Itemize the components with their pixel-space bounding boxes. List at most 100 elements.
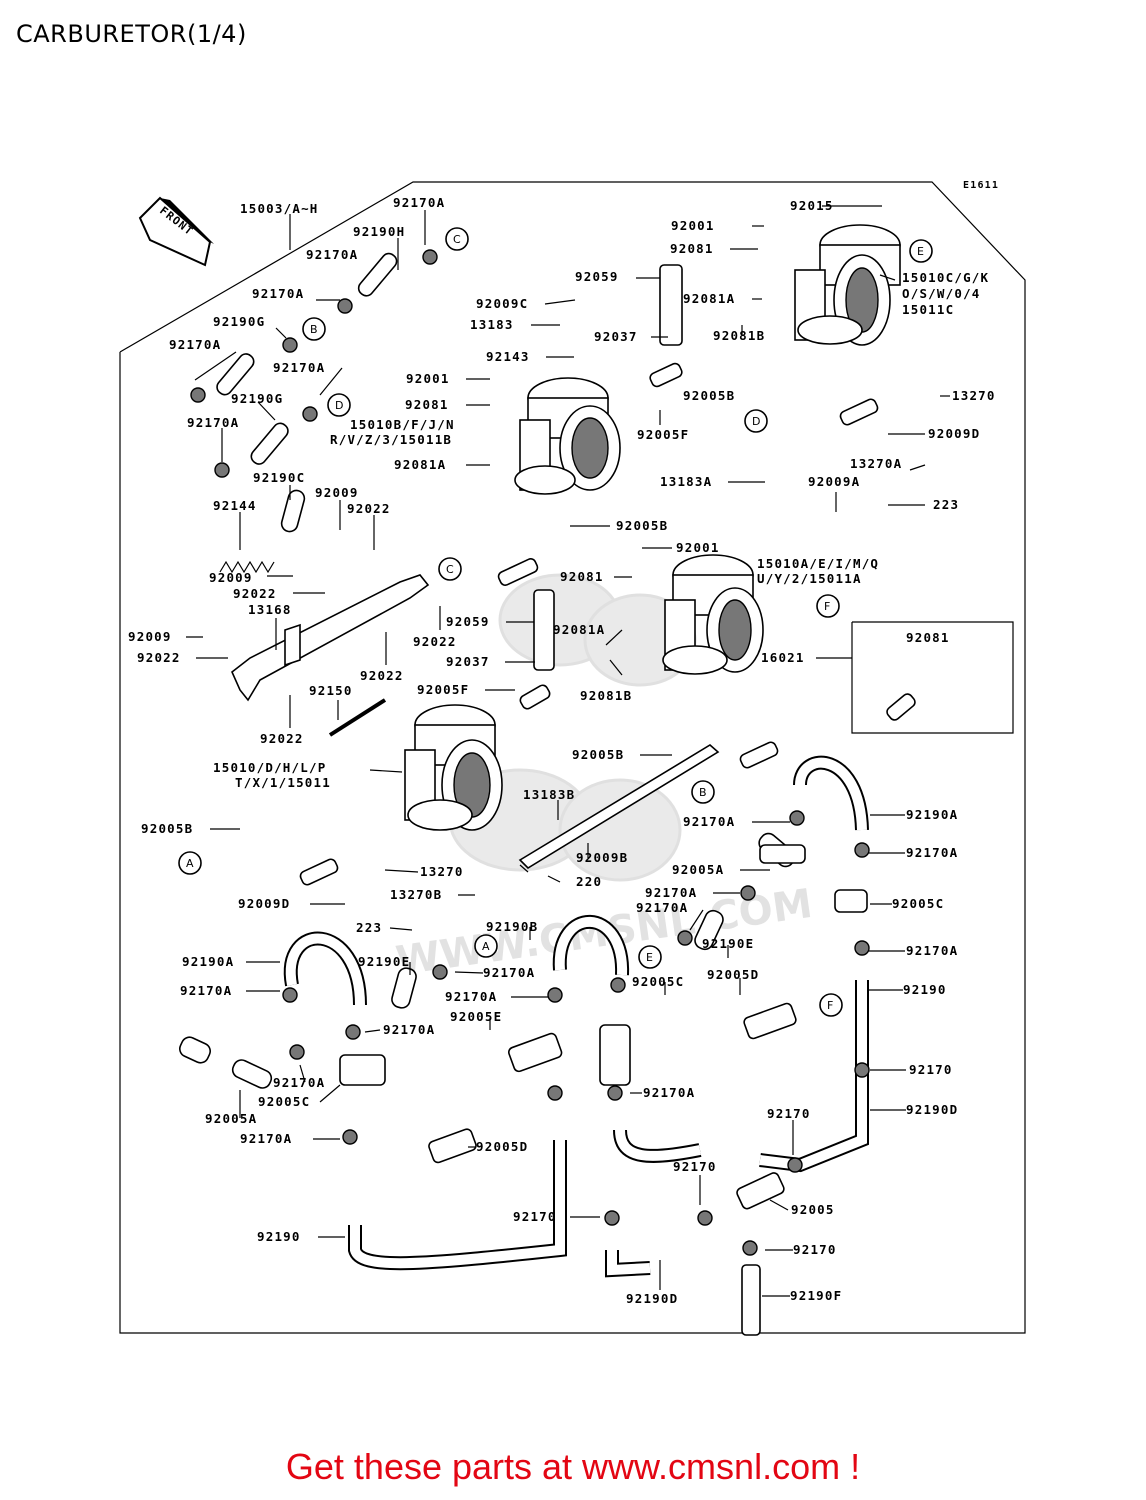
figure-code: E1611 — [963, 180, 999, 191]
part-label: 92170A — [906, 943, 958, 958]
part-label: 15010/D/H/L/P — [213, 760, 326, 775]
part-label: 223 — [356, 920, 382, 935]
part-label: 92081B — [713, 328, 765, 343]
leader-lines — [186, 205, 950, 1297]
part-label: 92005F — [637, 427, 689, 442]
part-label: 92022 — [413, 634, 457, 649]
part-label: 92005A — [672, 862, 724, 877]
part-label: 13270 — [420, 864, 464, 879]
part-label: 220 — [576, 874, 602, 889]
svg-text:F: F — [824, 600, 830, 613]
part-label: 92170 — [673, 1159, 717, 1174]
part-label: U/Y/2/15011A — [757, 571, 862, 586]
part-label: 92037 — [594, 329, 638, 344]
carburetor-body-4 — [404, 704, 503, 831]
part-label: 92005 — [791, 1202, 835, 1217]
carburetor-body-3 — [662, 554, 764, 675]
part-label: 92009 — [315, 485, 359, 500]
marker-b-top: B — [302, 317, 326, 341]
part-label: 92170A — [187, 415, 239, 430]
part-label: 92170A — [636, 900, 688, 915]
svg-text:D: D — [752, 415, 760, 428]
part-label: 92015 — [790, 198, 834, 213]
part-label: 92170A — [906, 845, 958, 860]
part-label: 92150 — [309, 683, 353, 698]
marker-d-top: D — [327, 393, 351, 417]
front-arrow-icon: FRONT — [138, 196, 214, 267]
svg-text:B: B — [699, 786, 707, 799]
part-label: 92190C — [253, 470, 305, 485]
part-label: 92190B — [486, 919, 538, 934]
part-label: 92059 — [446, 614, 490, 629]
part-label: 92081B — [580, 688, 632, 703]
part-label: 92081 — [405, 397, 449, 412]
part-label: 92170A — [273, 1075, 325, 1090]
svg-text:B: B — [310, 323, 318, 336]
part-label: 13168 — [248, 602, 292, 617]
part-label: 92143 — [486, 349, 530, 364]
part-label: 92170A — [383, 1022, 435, 1037]
svg-text:A: A — [482, 940, 490, 953]
part-label: 92005B — [683, 388, 735, 403]
part-label: 92022 — [260, 731, 304, 746]
svg-text:D: D — [335, 399, 343, 412]
part-label: 13270B — [390, 887, 442, 902]
part-label: 92081A — [683, 291, 735, 306]
part-label: 15010B/F/J/N — [350, 417, 455, 432]
part-label: 92170A — [306, 247, 358, 262]
detail-box-16021 — [851, 621, 1014, 734]
part-label: 92190 — [257, 1229, 301, 1244]
part-label: 92059 — [575, 269, 619, 284]
hoses — [179, 252, 869, 1336]
part-label: 13183B — [523, 787, 575, 802]
marker-b-mid: B — [691, 780, 715, 804]
part-label: 92009B — [576, 850, 628, 865]
linkage-bracket — [231, 574, 430, 702]
part-label: 92009D — [238, 896, 290, 911]
reference-markers: C B D E D C F B A A E F — [178, 227, 933, 1017]
marker-a-left: A — [178, 851, 202, 875]
part-label: O/S/W/0/4 — [902, 286, 981, 301]
diagram-frame — [119, 181, 1026, 1334]
part-label: 92081 — [560, 569, 604, 584]
get-parts-link[interactable]: Get these parts at www.cmsnl.com ! — [285, 1446, 861, 1487]
marker-c-mid: C — [438, 557, 462, 581]
part-label: 92190E — [702, 936, 754, 951]
part-label: 92190A — [182, 954, 234, 969]
part-label: 92170A — [683, 814, 735, 829]
spring — [219, 560, 275, 574]
svg-text:C: C — [453, 233, 461, 246]
part-label: 92005D — [476, 1139, 528, 1154]
marker-e-top: E — [909, 239, 933, 263]
part-label: 13183 — [470, 317, 514, 332]
marker-f-bottom: F — [819, 993, 843, 1017]
svg-text:E: E — [646, 951, 653, 964]
part-label: 92005C — [892, 896, 944, 911]
part-label: 92005A — [205, 1111, 257, 1126]
part-label: 92170A — [273, 360, 325, 375]
part-label: 92009C — [476, 296, 528, 311]
svg-text:A: A — [186, 857, 194, 870]
part-label: 92170A — [645, 885, 697, 900]
part-label: 15011C — [902, 302, 954, 317]
hose-clamps — [190, 249, 870, 1256]
part-label: 16021 — [761, 650, 805, 665]
part-label: 15010A/E/I/M/Q — [757, 556, 879, 571]
part-label: 92005B — [572, 747, 624, 762]
part-label: 92170A — [393, 195, 445, 210]
exploded-parts-diagram: WWW.CMSNL.COM E1611 FRONT — [119, 180, 1026, 1336]
part-label: 92005D — [707, 967, 759, 982]
part-label: 92190D — [906, 1102, 958, 1117]
part-label: 92022 — [347, 501, 391, 516]
svg-text:C: C — [446, 563, 454, 576]
part-label: 13183A — [660, 474, 712, 489]
part-label: 92005B — [141, 821, 193, 836]
carburetor-body-1 — [514, 377, 621, 495]
part-label: 92009A — [808, 474, 860, 489]
part-label: 92190F — [790, 1288, 842, 1303]
part-label: 92190G — [213, 314, 265, 329]
part-label: 92001 — [406, 371, 450, 386]
svg-text:F: F — [827, 999, 833, 1012]
part-label: 92190D — [626, 1291, 678, 1306]
part-label: 92170A — [445, 989, 497, 1004]
